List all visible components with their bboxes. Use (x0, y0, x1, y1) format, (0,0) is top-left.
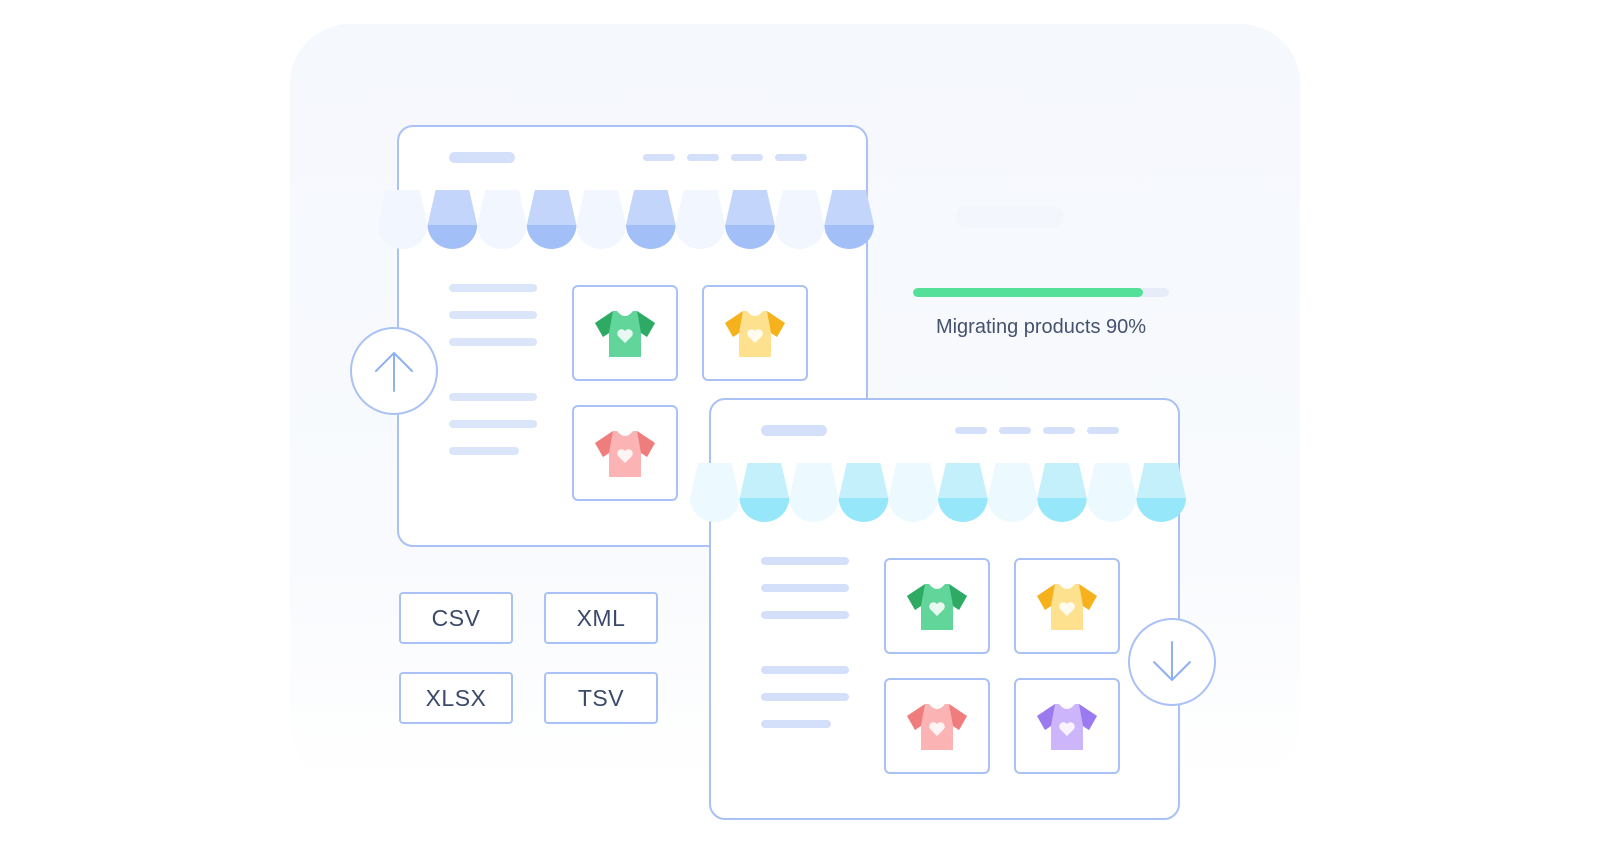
nav-item-placeholder (955, 427, 987, 434)
text-line-placeholder (761, 720, 831, 728)
nav-item-placeholder (999, 427, 1031, 434)
text-line-placeholder (449, 393, 537, 401)
tshirt-icon (723, 307, 787, 359)
target-store-awning (690, 463, 1186, 525)
product-tile[interactable] (1014, 558, 1120, 654)
format-csv-button[interactable]: CSV (399, 592, 513, 644)
product-tile[interactable] (884, 678, 990, 774)
product-tile[interactable] (702, 285, 808, 381)
tshirt-icon (905, 580, 969, 632)
text-line-placeholder (449, 338, 537, 346)
text-line-placeholder (761, 693, 849, 701)
nav-item-placeholder (1087, 427, 1119, 434)
tshirt-icon (1035, 700, 1099, 752)
nav-item-placeholder (643, 154, 675, 161)
store-logo-placeholder (761, 425, 827, 436)
text-line-placeholder (449, 420, 537, 428)
product-tile[interactable] (884, 558, 990, 654)
text-line-placeholder (449, 311, 537, 319)
text-line-placeholder (761, 557, 849, 565)
text-line-placeholder (761, 666, 849, 674)
migration-progress-bar (913, 288, 1169, 297)
text-line-placeholder (761, 611, 849, 619)
tshirt-icon (905, 700, 969, 752)
nav-item-placeholder (1043, 427, 1075, 434)
product-tile[interactable] (572, 405, 678, 501)
format-tsv-button[interactable]: TSV (544, 672, 658, 724)
nav-item-placeholder (731, 154, 763, 161)
target-store-window (709, 398, 1180, 820)
progress-fill (913, 288, 1144, 297)
text-line-placeholder (449, 284, 537, 292)
nav-item-placeholder (775, 154, 807, 161)
migration-progress-label: Migrating products 90% (935, 316, 1147, 338)
arrow-up-icon (375, 352, 413, 392)
nav-item-placeholder (687, 154, 719, 161)
product-tile[interactable] (1014, 678, 1120, 774)
store-logo-placeholder (449, 152, 515, 163)
tshirt-icon (593, 427, 657, 479)
format-xml-button[interactable]: XML (544, 592, 658, 644)
arrow-down-icon (1153, 641, 1191, 681)
product-tile[interactable] (572, 285, 678, 381)
download-button[interactable] (1128, 618, 1216, 706)
status-placeholder (956, 206, 1064, 228)
tshirt-icon (593, 307, 657, 359)
source-store-awning (378, 190, 874, 252)
upload-button[interactable] (350, 327, 438, 415)
text-line-placeholder (449, 447, 519, 455)
format-xlsx-button[interactable]: XLSX (399, 672, 513, 724)
tshirt-icon (1035, 580, 1099, 632)
text-line-placeholder (761, 584, 849, 592)
